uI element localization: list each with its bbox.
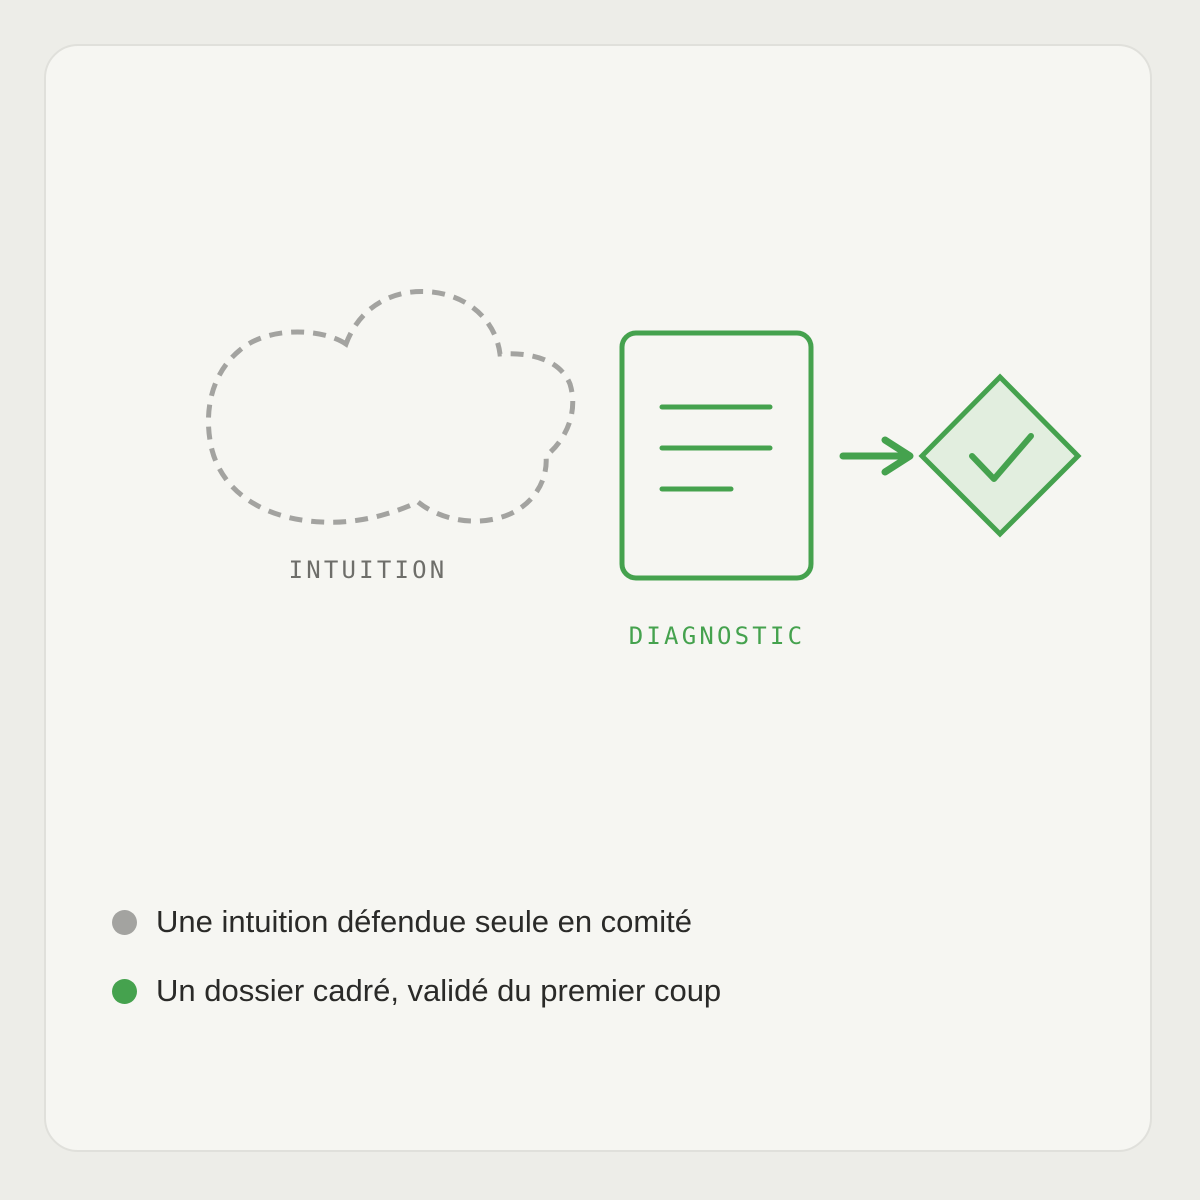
document-icon xyxy=(619,330,814,581)
legend-label: Un dossier cadré, validé du premier coup xyxy=(156,973,722,1008)
legend: Une intuition défendue seule en comité U… xyxy=(112,900,721,1038)
gray-dot-icon xyxy=(112,909,137,935)
legend-item-intuition: Une intuition défendue seule en comité xyxy=(112,900,721,944)
arrow-right-icon xyxy=(839,436,914,476)
legend-item-dossier: Un dossier cadré, validé du premier coup xyxy=(112,969,721,1013)
legend-label: Une intuition défendue seule en comité xyxy=(156,904,692,939)
intuition-label: INTUITION xyxy=(289,556,448,584)
cloud-outline-icon xyxy=(205,288,576,525)
diagnostic-label: DIAGNOSTIC xyxy=(629,622,806,650)
card xyxy=(44,44,1152,1152)
checkmark-diamond-icon xyxy=(918,373,1082,538)
green-dot-icon xyxy=(112,978,137,1004)
